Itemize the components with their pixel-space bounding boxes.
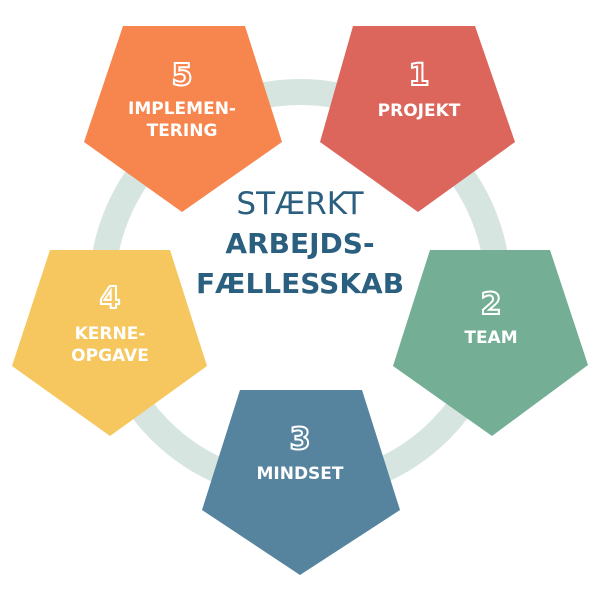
step-5: 5 IMPLEMEN- TERING — [84, 26, 282, 212]
center-title-line2: ARBEJDS- — [225, 227, 374, 260]
center-title-line3: FÆLLESSKAB — [196, 267, 404, 300]
center-title-line1: STÆRKT — [236, 186, 364, 222]
step-4-number: 4 — [100, 281, 121, 316]
step-1-number: 1 — [409, 58, 430, 93]
step-4-label-line2: OPGAVE — [71, 346, 149, 366]
step-5-number: 5 — [172, 58, 193, 93]
step-3-pentagon — [202, 390, 400, 575]
step-1-pentagon — [320, 26, 515, 212]
step-1-label-line1: PROJEKT — [378, 101, 461, 121]
step-5-label-line2: TERING — [147, 121, 218, 141]
step-3-label-line1: MINDSET — [256, 464, 343, 484]
center-title: STÆRKT ARBEJDS- FÆLLESSKAB — [196, 186, 404, 300]
step-3-number: 3 — [290, 422, 311, 457]
step-4-pentagon — [12, 250, 207, 436]
step-2-label-line1: TEAM — [464, 328, 517, 348]
step-5-pentagon — [84, 26, 282, 212]
step-2-pentagon — [393, 250, 588, 436]
step-2: 2 TEAM — [393, 250, 588, 436]
step-4: 4 KERNE- OPGAVE — [12, 250, 207, 436]
step-1: 1 PROJEKT — [320, 26, 515, 212]
step-4-label-line1: KERNE- — [75, 324, 146, 344]
step-5-label-line1: IMPLEMEN- — [128, 99, 236, 119]
step-3: 3 MINDSET — [202, 390, 400, 575]
step-2-number: 2 — [481, 287, 502, 322]
